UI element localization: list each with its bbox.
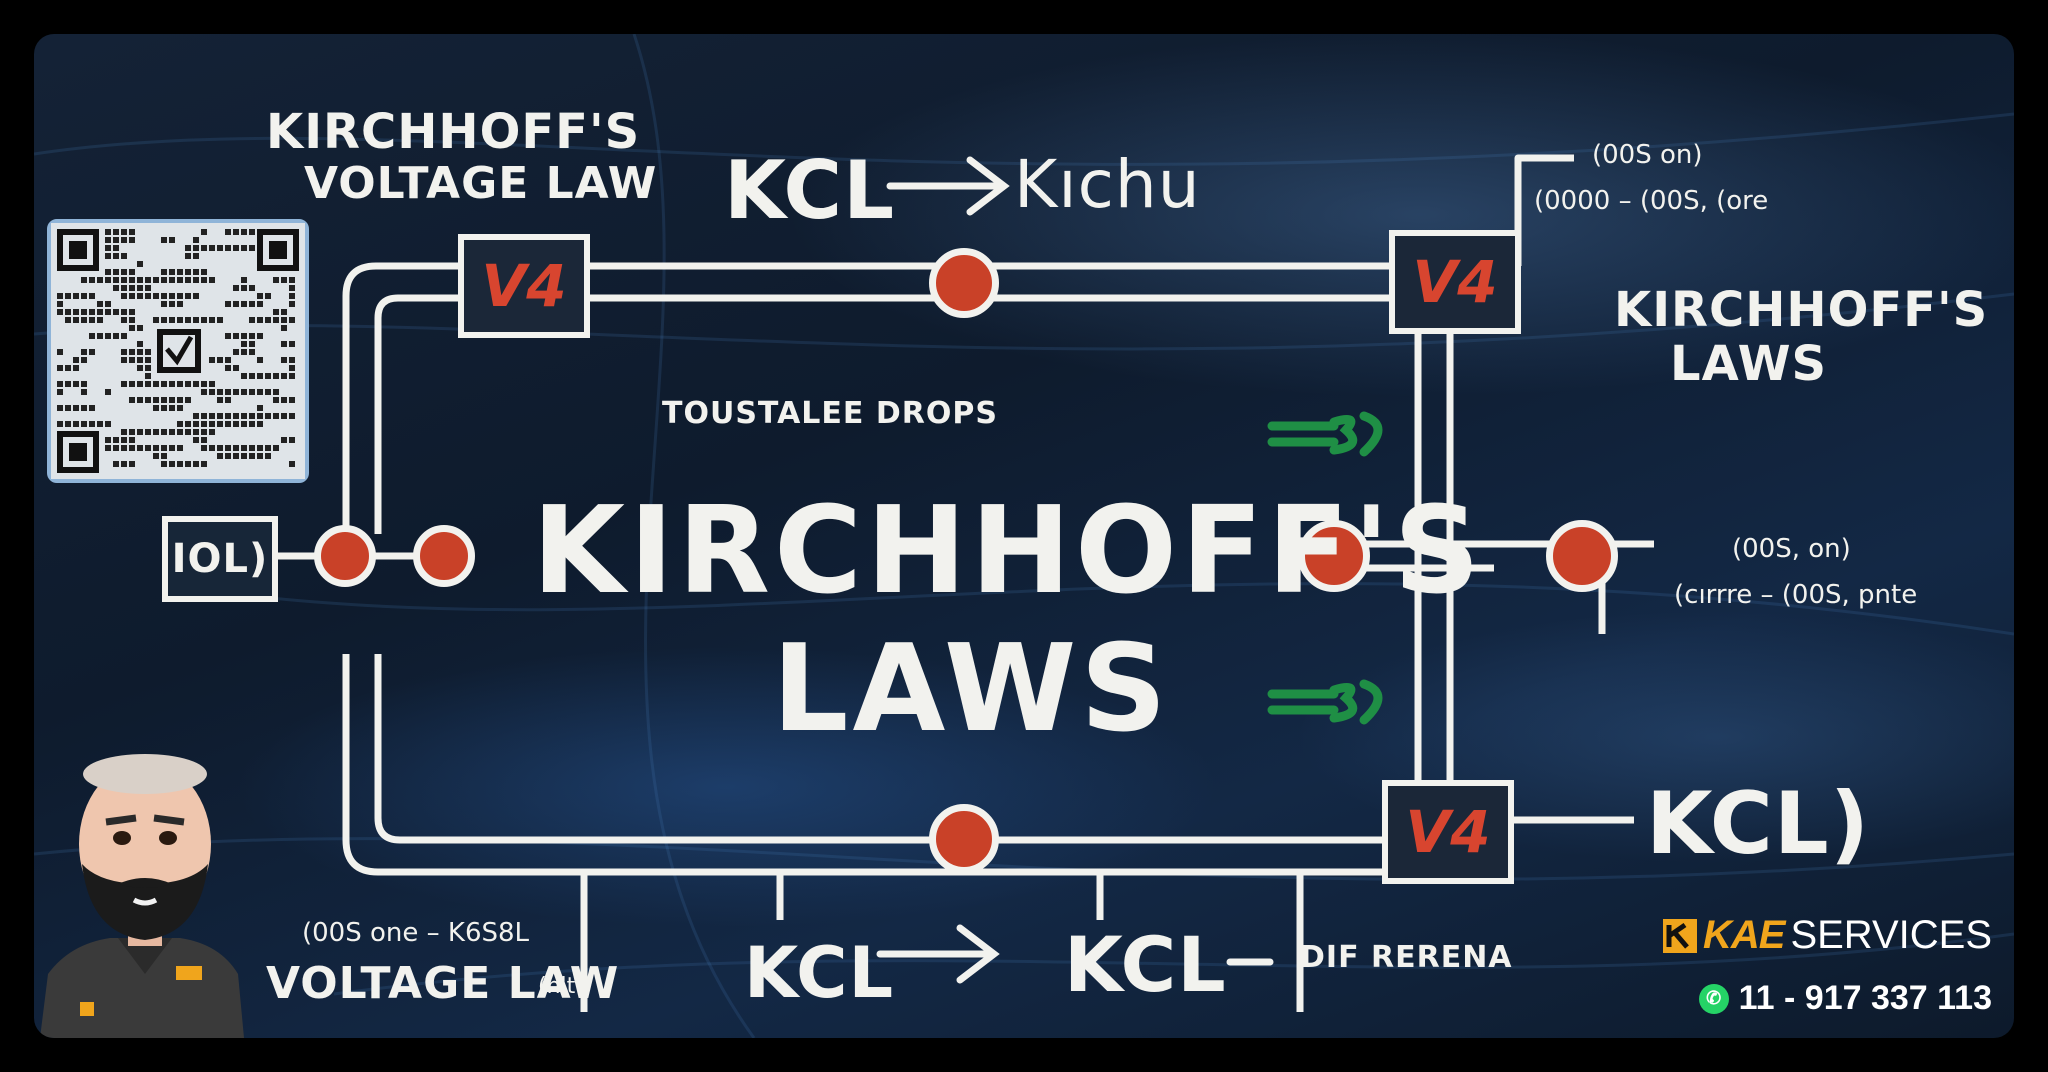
top-left-title-line2: VOLTAGE LAW — [304, 158, 658, 209]
circuit-node-bottom — [929, 804, 999, 874]
brand-services: SERVICES — [1790, 913, 1992, 957]
phone-number: 11 - 917 337 113 — [1738, 979, 1992, 1017]
thumbnail-frame: V4 V4 V4 IOL) KIRCHHOFF'S VOLTAGE LAW KC… — [34, 34, 2014, 1038]
difference-caption: DIF RERENA — [1300, 940, 1513, 975]
circuit-node-right-a — [1298, 520, 1370, 592]
current-label-box: IOL) — [162, 516, 278, 602]
kcl-top-label: KCL — [724, 144, 896, 237]
voltage-box-top-left: V4 — [458, 234, 590, 338]
kcl-top-scribble: Kıchu — [1014, 146, 1201, 223]
bottom-left-scribble: (nlt — [538, 974, 576, 999]
circuit-node-top — [929, 248, 999, 318]
kcl-right-label: KCL) — [1646, 774, 1870, 874]
circuit-node-right-b — [1546, 520, 1618, 592]
kcl-bottom-label-a: KCL — [744, 932, 895, 1014]
brand-kae: KAE — [1702, 913, 1785, 957]
circuit-node-left-a — [314, 525, 376, 587]
right-note-2: (cırrre – (00S, pnte — [1674, 580, 1918, 610]
kcl-bottom-label-b: KCL — [1064, 920, 1227, 1009]
whatsapp-icon: ✆ — [1698, 983, 1729, 1014]
top-right-note-1: (00S on) — [1592, 140, 1703, 170]
presenter-avatar — [40, 754, 244, 1038]
qr-code-icon — [51, 223, 305, 479]
right-note-1: (00S, on) — [1732, 534, 1851, 564]
main-title-line1: KIRCHHOFF'S — [532, 482, 1485, 621]
voltage-box-top-right: V4 — [1389, 230, 1521, 334]
main-title-line2: LAWS — [772, 620, 1171, 759]
current-label: IOL) — [171, 536, 269, 582]
circuit-node-left-b — [413, 525, 475, 587]
voltage-box-bottom-right: V4 — [1382, 780, 1514, 884]
right-title-line1: KIRCHHOFF'S — [1614, 282, 1989, 338]
brand-logo: KAE SERVICES — [1662, 913, 1992, 958]
top-right-note-2: (0000 – (00S, (ore — [1534, 186, 1769, 216]
drops-caption: TOUSTALEE DROPS — [662, 396, 998, 431]
contact-phone[interactable]: ✆ 11 - 917 337 113 — [1698, 979, 1992, 1018]
bottom-left-note: (00S one – K6S8L — [302, 918, 530, 948]
kae-logo-icon — [1662, 918, 1697, 953]
right-title-line2: LAWS — [1670, 336, 1828, 392]
qr-code[interactable] — [47, 219, 309, 483]
top-left-title-line1: KIRCHHOFF'S — [266, 104, 641, 160]
bottom-left-voltage-law: VOLTAGE LAW — [266, 958, 620, 1009]
